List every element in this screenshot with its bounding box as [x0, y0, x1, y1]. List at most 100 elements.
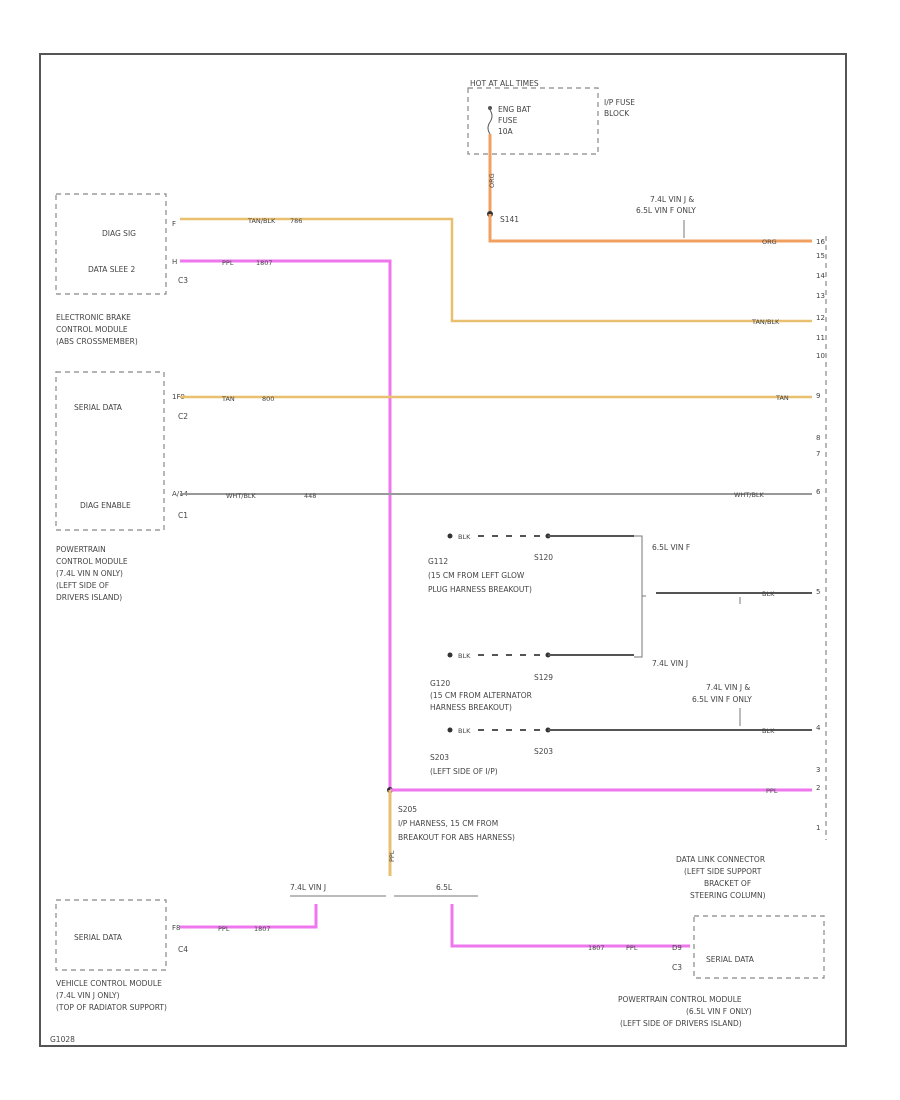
fuse-label-2: FUSE [498, 116, 518, 125]
wire-ppl-label: PPL [222, 259, 234, 267]
pcm-bot-serial-label: SERIAL DATA [706, 955, 755, 964]
wire-tan-label: TAN [221, 395, 235, 403]
pcm-top-name-3: (7.4L VIN N ONLY) [56, 569, 123, 578]
wire-blk-dlc5-label: BLK [762, 590, 775, 598]
wire-ppl-dlc2-label: PPL [766, 787, 778, 795]
fuse-block-box [467, 87, 599, 155]
wire-ppl-vcm [180, 904, 318, 929]
pcm-bot-pin: D9 [672, 944, 682, 952]
fuse-icon [487, 106, 493, 135]
pcm-top-box [55, 371, 165, 531]
pcm-bot-connector: C3 [672, 963, 682, 972]
pcm-top-connector-c1: C1 [178, 511, 188, 520]
ground-g112-dot [447, 533, 453, 539]
ground-g112-desc-1: (15 CM FROM LEFT GLOW [428, 571, 525, 580]
vcm-name-1: VEHICLE CONTROL MODULE [56, 979, 162, 988]
dlc-pin-13: 13 [816, 292, 825, 300]
ebcm-name-3: (ABS CROSSMEMBER) [56, 337, 138, 346]
variant-65-label: 6.5L VIN F [652, 543, 690, 552]
splice-s203-top-label: S203 [430, 753, 449, 762]
dlc-pin-4: 4 [816, 724, 821, 732]
dlc-pin-16: 16 [816, 238, 825, 246]
splice-s205-label: S205 [398, 805, 417, 814]
ebcm-pin-h: H [172, 258, 177, 266]
fuse-block-name-2: BLOCK [604, 109, 630, 118]
wire-1807-vcm-label: 1807 [254, 925, 271, 933]
variant-bracket [634, 535, 643, 658]
splice-s203-desc: (LEFT SIDE OF I/P) [430, 767, 498, 776]
dlc-pin-14: 14 [816, 272, 825, 280]
splice-s205-desc-2: BREAKOUT FOR ABS HARNESS) [398, 833, 515, 842]
dlc-pin-15: 15 [816, 252, 825, 260]
ebcm-pin-f: F [172, 220, 176, 228]
ground-g120-sym: BLK [458, 652, 471, 660]
dlc-pin-12: 12 [816, 314, 825, 322]
wire-786-label: 786 [290, 217, 302, 225]
vcm-pin: F8 [172, 924, 180, 932]
dlc-pin-3: 3 [816, 766, 820, 774]
fuse-wire-label: ORG [488, 173, 496, 188]
wire-tan-blk-786 [180, 217, 812, 323]
splice-s141-label: S141 [500, 215, 519, 224]
wire-1807-pcm-label: 1807 [588, 944, 605, 952]
dlc-name-2: (LEFT SIDE SUPPORT [684, 867, 762, 876]
pcm-bot-box [693, 915, 825, 979]
ground-g203-sym: BLK [458, 727, 471, 735]
ground-g120-dot [447, 652, 453, 658]
dlc-pin-5: 5 [816, 588, 820, 596]
variant-bot-65: 6.5L [436, 883, 453, 892]
vcm-box [55, 899, 167, 971]
pcm-bot-name-2: (6.5L VIN F ONLY) [686, 1007, 752, 1016]
variant-mid-1: 7.4L VIN J & [706, 683, 750, 692]
dlc-pin-8: 8 [816, 434, 820, 442]
splice-s205-desc-1: I/P HARNESS, 15 CM FROM [398, 819, 498, 828]
ground-g112-desc-2: PLUG HARNESS BREAKOUT) [428, 585, 532, 594]
dlc-pins: 16 15 14 13 12 11 10 9 8 7 6 5 4 3 2 1 [816, 238, 825, 832]
dlc-pin-6: 6 [816, 488, 821, 496]
variant-74-label: 7.4L VIN J [652, 659, 688, 668]
vcm-name-2: (7.4L VIN J ONLY) [56, 991, 120, 1000]
wire-wht-blk-dlc-label: WHT/BLK [734, 491, 765, 499]
pcm-top-name-4: (LEFT SIDE OF [56, 581, 109, 590]
wire-ppl-pcm-label: PPL [626, 944, 638, 952]
ground-g112-sym: BLK [458, 533, 471, 541]
pcm-top-name-2: CONTROL MODULE [56, 557, 128, 566]
ebcm-connector: C3 [178, 276, 188, 285]
variant-top-2: 6.5L VIN F ONLY [636, 206, 696, 215]
wire-blk-dlc4-label: BLK [762, 727, 775, 735]
ground-g112-label: G112 [428, 557, 448, 566]
footer-code: G1028 [50, 1035, 75, 1044]
wire-1807-label: 1807 [256, 259, 273, 267]
dlc-pin-10: 10 [816, 352, 825, 360]
pcm-top-name-5: DRIVERS ISLAND) [56, 593, 122, 602]
ebcm-name-1: ELECTRONIC BRAKE [56, 313, 131, 322]
diagram-frame [39, 53, 847, 1047]
wire-tan-blk-label: TAN/BLK [247, 217, 276, 225]
vcm-name-3: (TOP OF RADIATOR SUPPORT) [56, 1003, 167, 1012]
wire-ppl-1807 [180, 259, 392, 790]
wire-448-label: 448 [304, 492, 316, 500]
dlc-pin-9: 9 [816, 392, 820, 400]
ebcm-pin1-label: DIAG SIG [102, 229, 136, 238]
dlc-name-1: DATA LINK CONNECTOR [676, 855, 765, 864]
wire-org-dlc16 [488, 214, 812, 243]
hot-at-all-times-label: HOT AT ALL TIMES [470, 79, 539, 88]
dlc-pin-11: 11 [816, 334, 825, 342]
ground-g203-dot [447, 727, 453, 733]
fuse-label-3: 10A [498, 127, 514, 136]
pcm-top-name-1: POWERTRAIN [56, 545, 106, 554]
wire-tan-blk-dlc-label: TAN/BLK [751, 318, 780, 326]
wire-ppl-down-label: PPL [388, 850, 396, 862]
dlc-pin-7: 7 [816, 450, 820, 458]
splice-s129-label: S129 [534, 673, 553, 682]
vcm-serial-label: SERIAL DATA [74, 933, 123, 942]
dlc-pin-2: 2 [816, 784, 820, 792]
dlc-pin-1: 1 [816, 824, 820, 832]
wire-wht-blk-label: WHT/BLK [226, 492, 257, 500]
pcm-top-connector-c2: C2 [178, 412, 188, 421]
pcm-top-pin-a: 1F9 [172, 393, 185, 401]
wire-800-label: 800 [262, 395, 274, 403]
dlc-name-3: BRACKET OF [704, 879, 751, 888]
pcm-bot-name-3: (LEFT SIDE OF DRIVERS ISLAND) [620, 1019, 742, 1028]
